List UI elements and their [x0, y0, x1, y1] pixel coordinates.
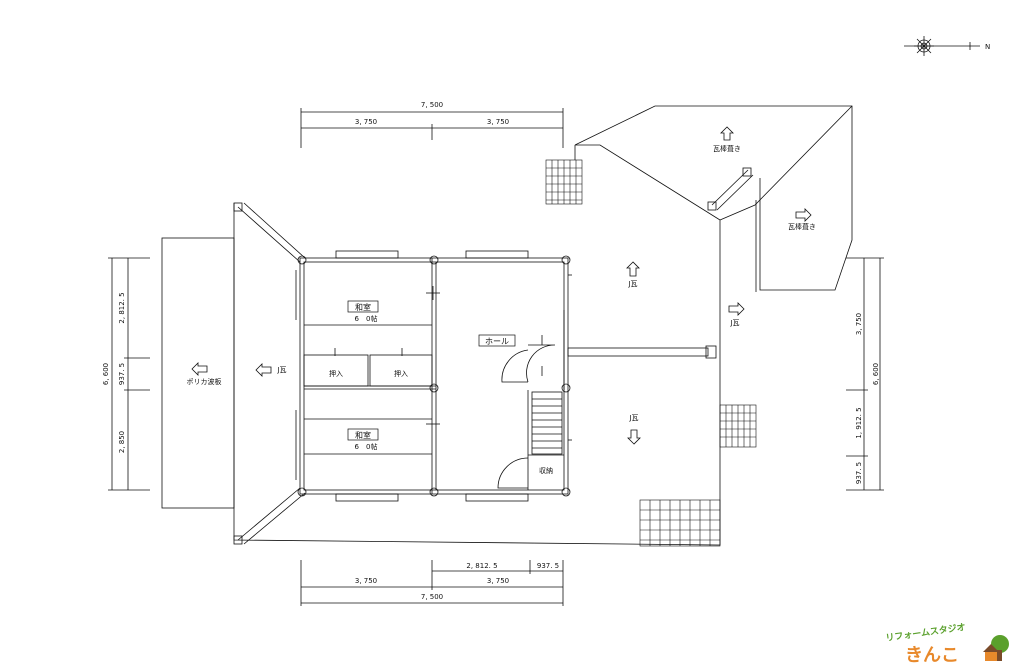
- dim-top-right: 3, 750: [487, 118, 509, 126]
- logo-name: きんこ: [905, 645, 959, 666]
- dim-right: [846, 257, 884, 491]
- arrow-left-icon: [255, 363, 272, 377]
- dim-bottom-left: 3, 750: [355, 577, 377, 585]
- roof-j-center-top: J瓦: [627, 280, 637, 288]
- arrow-down-icon: [627, 429, 641, 445]
- room-hall: ホール: [485, 337, 509, 346]
- dim-left-a: 2, 812. 5: [118, 292, 126, 323]
- lattice: [545, 159, 757, 547]
- room-washitsu-lower: 和室: [355, 430, 371, 440]
- dim-bottom: [300, 560, 564, 606]
- logo-tagline: リフォームスタジオ: [885, 621, 967, 644]
- dim-right-a: 3, 750: [855, 313, 863, 335]
- dim-right-total: 6, 600: [872, 363, 880, 385]
- roof-j-right: J瓦: [729, 319, 739, 327]
- roof-polycarbonate: ポリカ波板: [187, 377, 222, 386]
- house-tree-icon: [983, 635, 1009, 661]
- house-walls: [299, 257, 569, 495]
- arrow-up-icon: [720, 126, 734, 141]
- roof-kawara-top: 瓦棒葺き: [713, 144, 741, 153]
- dim-bottom-total: 7, 500: [421, 593, 443, 601]
- compass-icon: [904, 36, 980, 56]
- dim-bottom-right: 3, 750: [487, 577, 509, 585]
- roof-j-left: J瓦: [276, 366, 286, 374]
- roof-kawara-right: 瓦棒葺き: [788, 222, 816, 231]
- dim-top-left: 3, 750: [355, 118, 377, 126]
- roof-j-center-bottom: J瓦: [628, 414, 638, 422]
- polycarbonate-roof: [161, 237, 235, 509]
- north-label: N: [985, 43, 990, 51]
- stairs: [531, 391, 563, 455]
- dim-top: [300, 108, 564, 148]
- dim-left-total: 6, 600: [102, 363, 110, 385]
- dim-left: [108, 257, 150, 491]
- posts: [297, 255, 571, 497]
- room-washitsu-upper: 和室: [355, 302, 371, 312]
- dim-bottom-upper-a: 2, 812. 5: [466, 562, 497, 570]
- dim-left-b: 937. 5: [118, 363, 126, 385]
- arrow-up-icon: [626, 261, 640, 277]
- arrow-right-icon: [728, 302, 745, 316]
- room-oshiire-left: 押入: [329, 369, 343, 378]
- beam: [567, 345, 717, 359]
- diagonal-walls: [233, 167, 754, 545]
- fixture-marks: [334, 286, 543, 425]
- arrow-right-icon: [795, 208, 812, 222]
- dim-left-c: 2, 850: [118, 431, 126, 453]
- room-washitsu-upper-size: 6 0帖: [355, 314, 378, 323]
- logo: リフォームスタジオ きんこ: [885, 621, 1009, 666]
- roof-outline: [233, 105, 853, 546]
- arrow-left-icon: [191, 362, 208, 376]
- room-oshiire-right: 押入: [394, 369, 408, 378]
- room-storage: 収納: [539, 466, 553, 475]
- room-washitsu-lower-size: 6 0帖: [355, 442, 378, 451]
- dim-right-c: 937. 5: [855, 462, 863, 484]
- dim-right-b: 1, 912. 5: [855, 407, 863, 438]
- windows: [295, 250, 572, 502]
- door-swings: [497, 344, 556, 489]
- dim-bottom-upper-b: 937. 5: [537, 562, 559, 570]
- dim-top-total: 7, 500: [421, 101, 443, 109]
